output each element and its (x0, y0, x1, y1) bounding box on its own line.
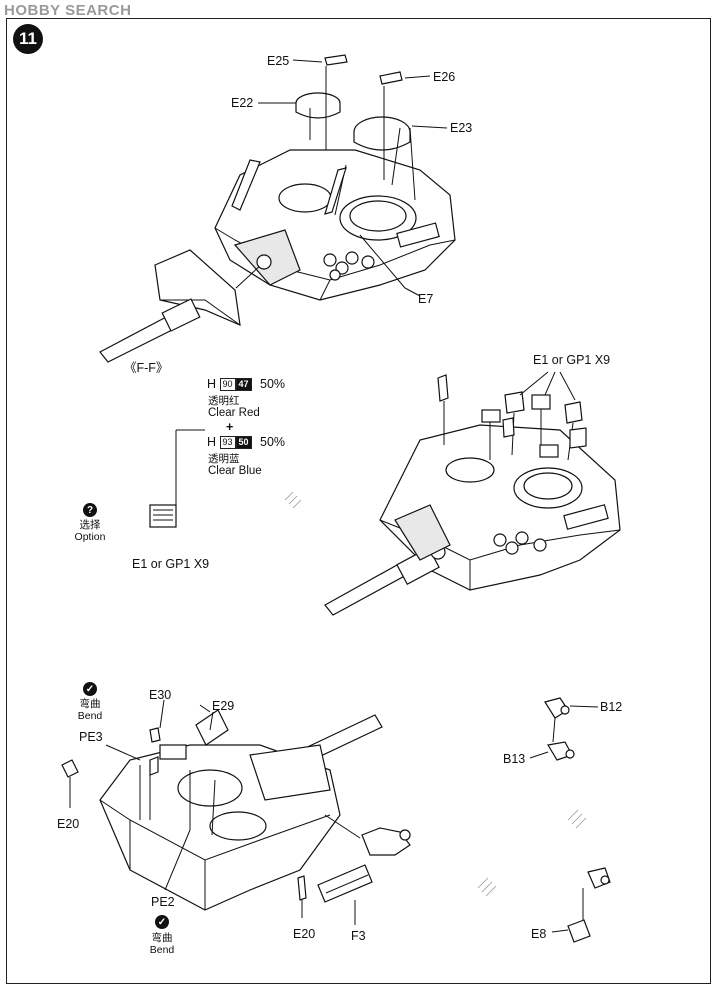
paint-h-1: H (207, 377, 217, 391)
label-e29: E29 (212, 699, 235, 713)
paint-code-47: 47 (235, 378, 252, 392)
paint-cn-1: 透明红 (208, 395, 240, 407)
bend-bottom-en: Bend (149, 944, 175, 956)
paint-name-1: Clear Red (208, 407, 260, 419)
paint-name-2: Clear Blue (208, 465, 262, 477)
label-e1-gp1-left: E1 or GP1 X9 (132, 557, 210, 571)
label-e7: E7 (418, 292, 434, 306)
paint-pct-1: 50% (260, 377, 286, 391)
bend-bottom-cn: 弯曲 (151, 932, 173, 944)
label-e22: E22 (231, 96, 254, 110)
label-b12: B12 (600, 700, 623, 714)
label-e1-gp1-top: E1 or GP1 X9 (533, 353, 611, 367)
paint-code-90: 90 (219, 378, 236, 392)
paint-h-2: H (207, 435, 217, 449)
label-b13: B13 (503, 752, 526, 766)
paint-pct-2: 50% (260, 435, 286, 449)
label-e20-bottom: E20 (293, 927, 316, 941)
label-pe3: PE3 (79, 730, 103, 744)
label-ff: 《F-F》 (124, 361, 169, 375)
middle-turret-drawing (324, 371, 621, 616)
label-pe2: PE2 (151, 895, 175, 909)
check-icon: ✓ (155, 915, 169, 929)
label-e26: E26 (433, 70, 456, 84)
step-number-badge: 11 (13, 24, 43, 54)
label-f3: F3 (351, 929, 366, 943)
top-turret-drawing (99, 54, 456, 363)
label-e8: E8 (531, 927, 547, 941)
watermark: HOBBY SEARCH (4, 2, 132, 19)
e8-parts-drawing (567, 867, 611, 943)
check-icon: ✓ (83, 682, 97, 696)
option-periscope-drawing (149, 429, 205, 528)
paint-code-93: 93 (219, 436, 236, 450)
option-en: Option (74, 531, 106, 543)
option-cn: 选择 (79, 519, 101, 531)
leader-lines (105, 59, 599, 933)
label-e23: E23 (450, 121, 473, 135)
label-e30: E30 (149, 688, 172, 702)
paint-plus: + (226, 420, 234, 434)
bottom-turret-drawing (61, 709, 411, 925)
paint-code-50: 50 (235, 436, 252, 450)
b-parts-drawing (544, 697, 575, 761)
hatch-marks (284, 491, 587, 897)
paint-cn-2: 透明蓝 (208, 453, 240, 465)
bend-top-cn: 弯曲 (79, 698, 101, 710)
bend-top-en: Bend (77, 710, 103, 722)
label-e20-left: E20 (57, 817, 80, 831)
option-question-icon: ? (83, 503, 97, 517)
label-e25: E25 (267, 54, 290, 68)
page-frame (6, 18, 711, 984)
